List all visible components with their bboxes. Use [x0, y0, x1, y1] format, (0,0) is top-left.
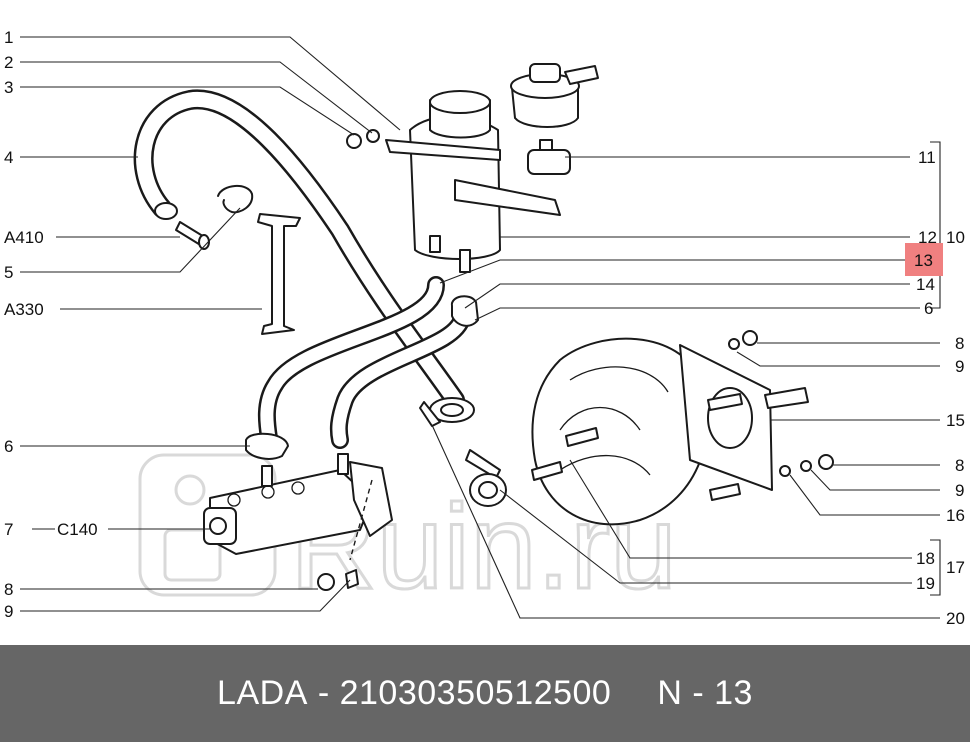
hose-14: [257, 276, 471, 454]
label-1: 1: [4, 28, 13, 47]
label-3: 3: [4, 78, 13, 97]
fitting-a410: [175, 221, 210, 250]
label-12: 12: [918, 228, 937, 247]
label-13: 13: [914, 251, 933, 270]
parts-diagram: Ruin.ru: [4, 28, 965, 628]
bracket-a330: [257, 213, 301, 335]
label-11: 11: [918, 148, 936, 167]
label-8-right-top: 8: [955, 334, 964, 353]
master-cylinder: [203, 453, 393, 591]
label-10-group: 10: [946, 228, 965, 247]
label-8-right: 8: [955, 456, 964, 475]
label-14: 14: [916, 275, 935, 294]
label-8-left: 8: [4, 580, 13, 599]
label-20: 20: [946, 609, 965, 628]
footer-brand: LADA: [217, 674, 308, 712]
highlight-box: [905, 243, 943, 276]
fluid-reservoir: [346, 90, 561, 273]
leader-lines: [20, 36, 941, 619]
label-17-group: 17: [946, 558, 965, 577]
label-15: 15: [946, 411, 965, 430]
label-c140: C140: [57, 520, 98, 539]
grommet-20: [419, 397, 475, 427]
footer-ref: N - 13: [657, 674, 753, 712]
cap-11: [510, 63, 599, 175]
footer-bar: LADA - 21030350512500 N - 13: [0, 645, 970, 742]
label-19: 19: [916, 574, 935, 593]
label-4: 4: [4, 148, 13, 167]
label-16: 16: [946, 506, 965, 525]
label-9-left: 9: [4, 602, 13, 621]
callout-labels: 1 2 3 4 A410 5 A330 6 7 C140 8 9 11 12 1…: [4, 28, 965, 628]
footer-part-number: 21030350512500: [339, 674, 612, 712]
label-a330: A330: [4, 300, 44, 319]
label-6-right: 6: [924, 299, 933, 318]
label-2: 2: [4, 53, 13, 72]
label-a410: A410: [4, 228, 44, 247]
label-9-right: 9: [955, 481, 964, 500]
footer-separator: -: [317, 674, 330, 712]
label-7: 7: [4, 520, 13, 539]
label-9-right-top: 9: [955, 357, 964, 376]
label-5: 5: [4, 263, 13, 282]
label-6-left: 6: [4, 437, 13, 456]
brake-booster: [465, 330, 834, 526]
label-18: 18: [916, 549, 935, 568]
clip-5: [217, 185, 254, 214]
